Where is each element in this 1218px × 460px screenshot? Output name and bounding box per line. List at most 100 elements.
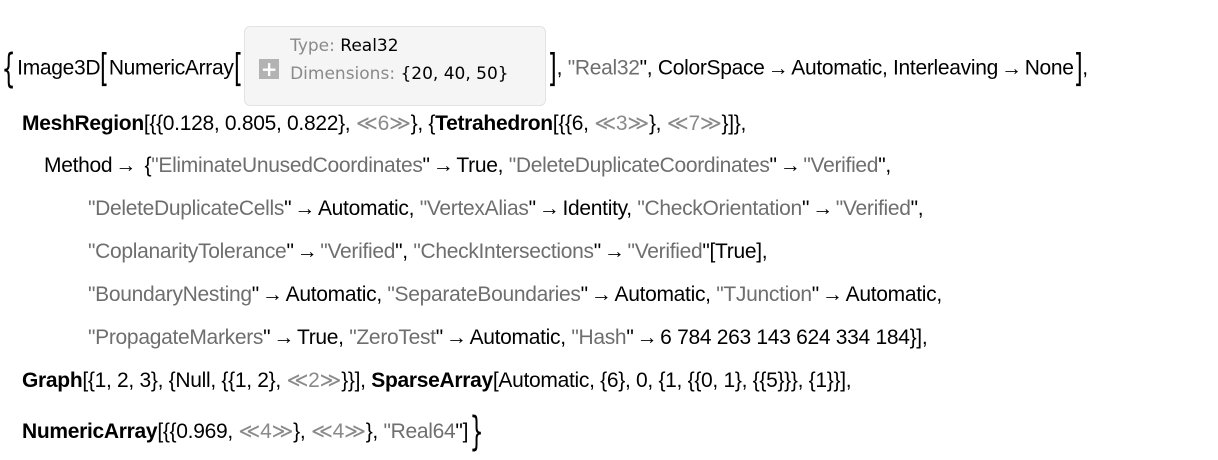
option-key: "ZeroTest" bbox=[349, 326, 443, 349]
summary-dimensions-row: Dimensions: {20, 40, 50} bbox=[290, 63, 509, 85]
option-key-text: CheckIntersections bbox=[420, 240, 594, 263]
option-value-text: Verified bbox=[327, 240, 396, 263]
string-real64: "Real64" bbox=[383, 420, 463, 443]
graph-close: }}], bbox=[341, 369, 372, 392]
rule-arrow: → bbox=[115, 154, 136, 177]
option-value-string: "Verified" bbox=[803, 154, 886, 177]
rule-arrow: → bbox=[603, 240, 625, 263]
output-line-7: "PropagateMarkers"→True, "ZeroTest"→Auto… bbox=[88, 326, 928, 349]
mesh-separator: }, { bbox=[410, 112, 436, 135]
rule-arrow: → bbox=[296, 240, 318, 263]
numericarray-open-bracket: [ bbox=[233, 45, 243, 90]
rule-arrow: → bbox=[261, 283, 283, 306]
option-key: "BoundaryNesting" bbox=[88, 283, 259, 306]
option-key: "CheckOrientation" bbox=[637, 197, 810, 220]
output-line-8: Graph[{1, 2, 3}, {Null, {{1, 2}, ≪2≫}}],… bbox=[22, 367, 852, 395]
summary-dimensions-value: {20, 40, 50} bbox=[400, 64, 509, 84]
elided-row[interactable]: ≪4≫ bbox=[238, 420, 294, 443]
elided-edges[interactable]: ≪2≫ bbox=[286, 369, 342, 392]
rule-arrow: → bbox=[821, 283, 843, 306]
numericarray-head-2: NumericArray bbox=[22, 420, 158, 443]
rule-arrow: → bbox=[779, 154, 801, 177]
method-open: { bbox=[138, 154, 152, 177]
option-value-text: Verified bbox=[842, 197, 911, 220]
summary-type-value: Real32 bbox=[340, 36, 399, 56]
elided-coords[interactable]: ≪6≫ bbox=[355, 112, 411, 135]
output-line-3: Method→ {"EliminateUnusedCoordinates"→Tr… bbox=[44, 154, 891, 177]
outer-list-close-brace: } bbox=[469, 409, 484, 455]
option-key-text: TJunction bbox=[723, 283, 812, 306]
elided-rows[interactable]: ≪4≫ bbox=[310, 420, 366, 443]
rule-arrow: → bbox=[767, 56, 789, 80]
graph-head: Graph bbox=[22, 369, 83, 392]
option-key-text: CoplanarityTolerance bbox=[95, 240, 287, 263]
numericarray-close: ] bbox=[462, 420, 469, 443]
option-key: "TJunction" bbox=[716, 283, 819, 306]
elided-tetra-a[interactable]: ≪3≫ bbox=[594, 112, 649, 135]
option-key: "DeleteDuplicateCells" bbox=[88, 197, 292, 220]
option-value-string: "Verified" bbox=[320, 240, 403, 263]
output-line-5: "CoplanarityTolerance"→"Verified", "Chec… bbox=[88, 240, 768, 263]
meshregion-head: MeshRegion bbox=[22, 112, 144, 135]
colorspace-key: , ColorSpace bbox=[646, 56, 765, 80]
plus-icon[interactable]: + bbox=[259, 57, 280, 81]
hash-value: 6 784 263 143 624 334 184 bbox=[660, 326, 910, 349]
rule-arrow: → bbox=[636, 326, 658, 349]
interleaving-value: None bbox=[1024, 56, 1074, 80]
option-value: True bbox=[296, 326, 339, 349]
option-key-text: CheckOrientation bbox=[644, 197, 802, 220]
rule-arrow: → bbox=[445, 326, 467, 349]
option-key: "VertexAlias" bbox=[419, 197, 536, 220]
output-line-6: "BoundaryNesting"→Automatic, "SeparateBo… bbox=[88, 283, 942, 306]
output-line-9: NumericArray[{{0.969, ≪4≫}, ≪4≫}, "Real6… bbox=[22, 409, 485, 455]
elided-tetra-b[interactable]: ≪7≫ bbox=[666, 112, 722, 135]
option-value: True bbox=[456, 154, 498, 177]
option-value-text: Verified bbox=[634, 240, 703, 263]
option-key: "DeleteDuplicateCoordinates" bbox=[508, 154, 777, 177]
option-key: "PropagateMarkers" bbox=[88, 326, 271, 349]
summary-type-row: Type: Real32 bbox=[290, 35, 398, 57]
option-key: "EliminateUnusedCoordinates" bbox=[151, 154, 430, 177]
image3d-open-bracket: [ bbox=[100, 45, 109, 90]
rule-arrow: → bbox=[590, 283, 612, 306]
numericarray-head: NumericArray bbox=[108, 56, 234, 80]
option-key-text: SeparateBoundaries bbox=[394, 283, 581, 306]
option-value: Identity bbox=[562, 197, 627, 220]
sparsearray-args: [Automatic, {6}, 0, {1, {{0, 1}, {{5}}},… bbox=[492, 369, 852, 392]
option-key-text: VertexAlias bbox=[426, 197, 529, 220]
option-key-text: PropagateMarkers bbox=[95, 326, 264, 349]
option-value-string: "Verified" bbox=[835, 197, 918, 220]
outer-list-open-brace: { bbox=[1, 45, 16, 92]
option-key: "CoplanarityTolerance" bbox=[88, 240, 294, 263]
sparsearray-head: SparseArray bbox=[371, 369, 493, 392]
option-value: Automatic bbox=[317, 197, 409, 220]
image3d-head: Image3D bbox=[17, 56, 101, 80]
numericarray-separator: }, bbox=[365, 420, 384, 443]
option-key-text: ZeroTest bbox=[356, 326, 436, 349]
rule-arrow: → bbox=[538, 197, 560, 220]
output-line-4: "DeleteDuplicateCells"→Automatic, "Verte… bbox=[88, 197, 924, 220]
string-real32: "Real32" bbox=[567, 56, 647, 80]
summary-type-label: Type: bbox=[290, 36, 341, 56]
rule-arrow: → bbox=[812, 197, 833, 220]
rule-arrow: → bbox=[432, 154, 454, 177]
tetra-separator: }, bbox=[648, 112, 667, 135]
string-real32-text: Real32 bbox=[574, 56, 640, 80]
graph-args: [{1, 2, 3}, {Null, {{1, 2}, bbox=[82, 369, 287, 392]
colorspace-value: Automatic, Interleaving bbox=[791, 56, 998, 80]
option-key-text: Hash bbox=[578, 326, 627, 349]
option-value: Automatic bbox=[285, 283, 377, 306]
numericarray-separator: }, bbox=[293, 420, 311, 443]
summary-dimensions-label: Dimensions: bbox=[290, 64, 401, 84]
option-key: "CheckIntersections" bbox=[413, 240, 601, 263]
method-key: Method bbox=[44, 154, 113, 177]
numericarray-close-bracket: ] bbox=[548, 45, 557, 90]
option-value-string: "Verified" bbox=[627, 240, 710, 263]
numericarray-args: [{{0.969, bbox=[157, 420, 239, 443]
separator: , bbox=[556, 56, 568, 80]
option-value: Automatic bbox=[469, 326, 561, 349]
method-close: }], bbox=[909, 326, 928, 349]
option-key-text: EliminateUnusedCoordinates bbox=[158, 154, 423, 177]
